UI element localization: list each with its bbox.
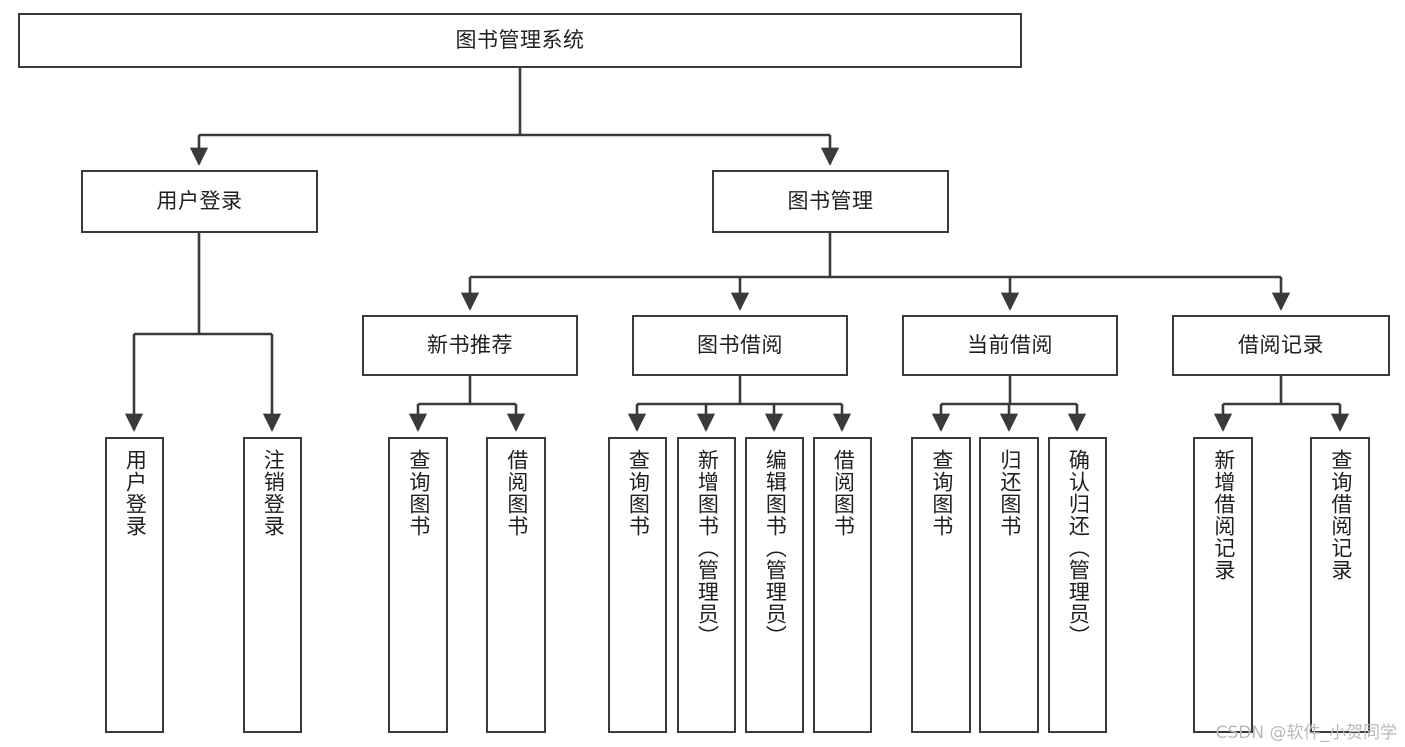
node-label: 查询图书: [406, 449, 431, 537]
node-current-borrow[interactable]: 当前借阅: [902, 315, 1118, 376]
node-label: 确认归还（管理员）: [1066, 449, 1091, 647]
node-book-manage[interactable]: 图书管理: [712, 170, 949, 233]
node-user-login[interactable]: 用户登录: [81, 170, 318, 233]
node-label: 借阅图书: [831, 449, 856, 537]
node-leaf-query-book-current[interactable]: 查询图书: [911, 437, 971, 733]
node-leaf-borrow-book-recommend[interactable]: 借阅图书: [486, 437, 546, 733]
node-label: 借阅记录: [1238, 332, 1324, 357]
node-label: 图书管理: [787, 188, 874, 213]
node-label: 借阅图书: [504, 449, 529, 537]
csdn-watermark: CSDN @软件_小贺同学: [1215, 723, 1397, 743]
node-leaf-add-borrow-record[interactable]: 新增借阅记录: [1193, 437, 1253, 733]
node-new-book-recommend[interactable]: 新书推荐: [362, 315, 578, 376]
node-root-book-management-system[interactable]: 图书管理系统: [18, 13, 1022, 68]
node-leaf-confirm-return[interactable]: 确认归还（管理员）: [1048, 437, 1107, 733]
node-leaf-query-book-recommend[interactable]: 查询图书: [388, 437, 448, 733]
node-book-borrow[interactable]: 图书借阅: [632, 315, 848, 376]
node-label: 当前借阅: [967, 332, 1053, 357]
node-leaf-query-book-borrow[interactable]: 查询图书: [608, 437, 667, 733]
node-leaf-logout-login[interactable]: 注销登录: [243, 437, 302, 733]
node-leaf-user-login[interactable]: 用户登录: [105, 437, 164, 733]
node-label: 查询图书: [626, 449, 651, 537]
node-label: 查询图书: [929, 449, 954, 537]
node-leaf-add-book[interactable]: 新增图书（管理员）: [677, 437, 736, 733]
node-label: 新增图书（管理员）: [695, 449, 720, 647]
node-label: 用户登录: [156, 188, 243, 213]
node-label: 图书管理系统: [455, 27, 585, 52]
node-borrow-record[interactable]: 借阅记录: [1172, 315, 1390, 376]
node-label: 注销登录: [261, 449, 286, 537]
node-label: 新书推荐: [427, 332, 513, 357]
node-leaf-borrow-book[interactable]: 借阅图书: [813, 437, 872, 733]
node-label: 用户登录: [123, 449, 148, 537]
node-label: 新增借阅记录: [1211, 449, 1236, 581]
node-label: 图书借阅: [697, 332, 783, 357]
node-leaf-query-borrow-record[interactable]: 查询借阅记录: [1310, 437, 1370, 733]
node-leaf-edit-book[interactable]: 编辑图书（管理员）: [745, 437, 804, 733]
node-leaf-return-book[interactable]: 归还图书: [979, 437, 1039, 733]
node-label: 编辑图书（管理员）: [763, 449, 788, 647]
node-label: 查询借阅记录: [1328, 449, 1353, 581]
node-label: 归还图书: [997, 449, 1022, 537]
